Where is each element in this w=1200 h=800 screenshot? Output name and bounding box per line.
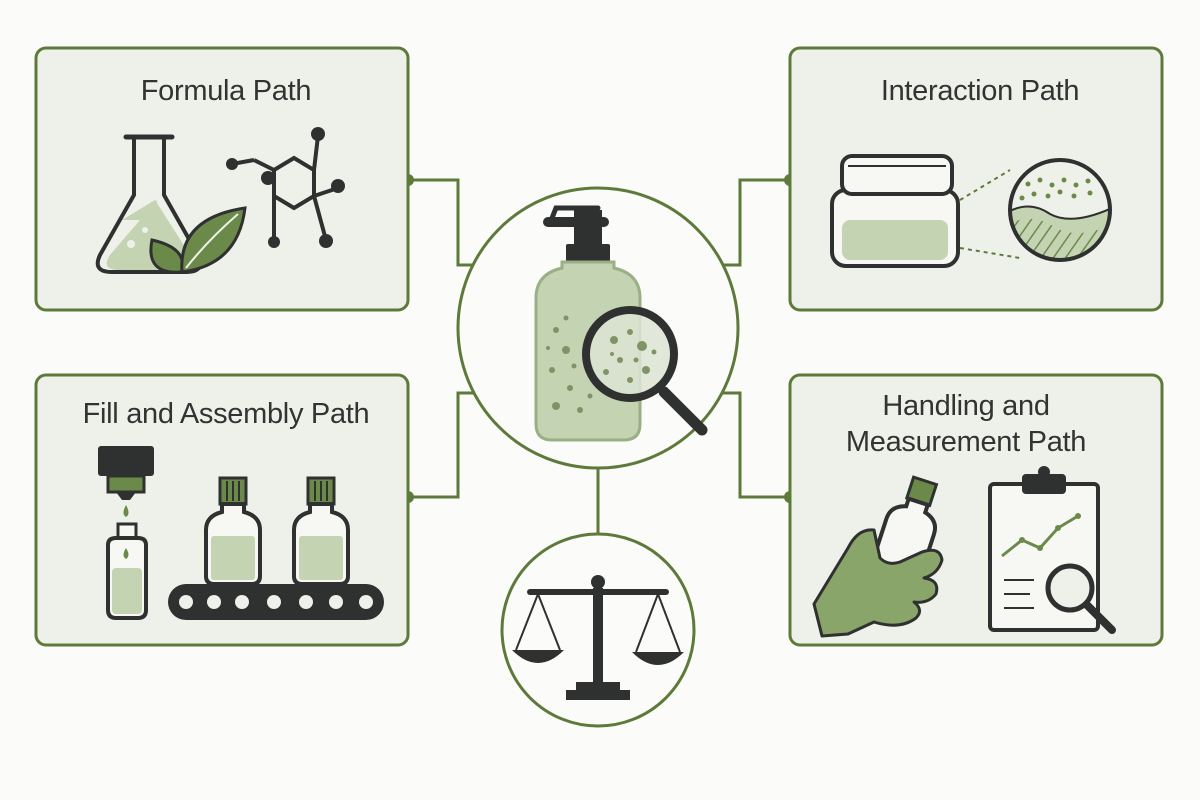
center-hub [456,186,740,470]
connector-interaction [720,178,790,267]
vial-icon [106,522,148,620]
panel-handling-measurement: Handling and Measurement Path [788,373,1164,647]
magnifier-icon [582,306,708,436]
balance-scale-icon [512,575,684,700]
panel-interaction: Interaction Path [788,46,1164,312]
panel-title-handling-line1: Handling and [882,390,1049,422]
panel-title-fill-assembly: Fill and Assembly Path [83,398,370,430]
panel-formula: Formula Path [34,46,410,312]
zoom-lines [959,169,1021,259]
connector-formula [408,178,478,267]
hand-holding-bottle-icon [812,475,944,638]
jar-icon [830,154,960,268]
molecule-atoms [226,127,345,248]
connectors [408,178,790,534]
cross-section-icon [1008,158,1112,262]
connector-fill-assembly [408,391,478,499]
panel-fill-assembly: Fill and Assembly Path [34,373,410,647]
dispenser-nozzle-icon [98,446,154,517]
leaf-icon [149,206,247,274]
panel-title-formula: Formula Path [141,75,311,107]
magnifier-icon [1045,563,1116,634]
panel-title-handling-line2: Measurement Path [846,426,1086,458]
panel-title-interaction: Interaction Path [881,75,1079,107]
connector-handling [720,391,790,499]
bottle-icon [292,476,350,586]
bottom-hub [500,532,696,728]
conveyor-icon [168,584,384,620]
